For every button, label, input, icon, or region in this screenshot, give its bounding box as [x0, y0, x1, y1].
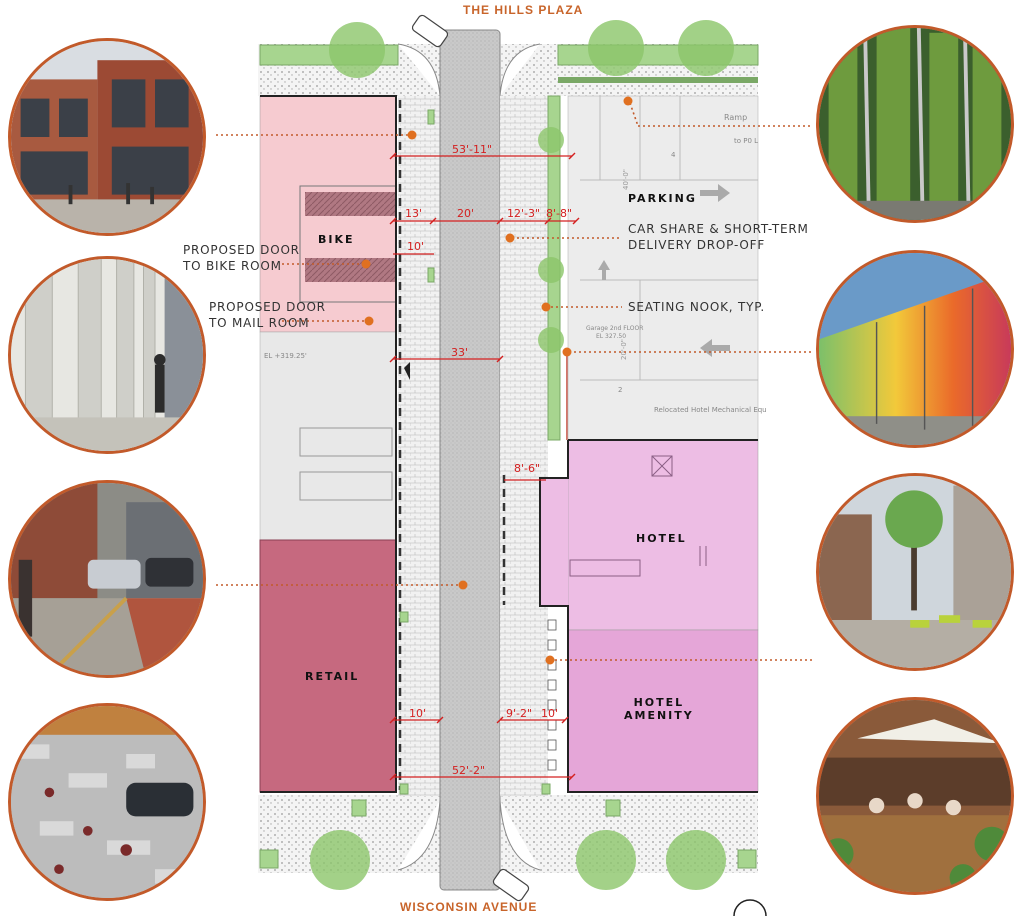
callout-car-share: CAR SHARE & SHORT-TERM DELIVERY DROP-OFF — [628, 222, 809, 252]
leader-lines — [216, 102, 812, 661]
dim-label: 10' — [409, 707, 427, 720]
dim-label: 33' — [451, 346, 469, 359]
dim-label: 20' — [457, 207, 475, 220]
north-arrow-icon — [733, 899, 767, 916]
room-label-parking: PARKING — [628, 192, 697, 205]
east-sidewalk — [500, 96, 548, 796]
room-label-hotel-amenity: HOTEL AMENITY — [624, 696, 694, 722]
callout-bike-door: PROPOSED DOOR TO BIKE ROOM — [183, 243, 300, 273]
dim-label: 12'-3" — [507, 207, 541, 220]
svg-text:Ramp: Ramp — [724, 113, 747, 122]
dim-label: 53'-11" — [452, 143, 493, 156]
photo-brick-storefront — [8, 38, 206, 236]
parking-zone — [567, 95, 759, 441]
photo-paved-plaza — [8, 703, 206, 901]
photo-green-wall — [816, 25, 1014, 223]
dim-label: 8'-8" — [546, 207, 573, 220]
roadway — [439, 29, 501, 891]
bike-rack-upper — [305, 192, 395, 216]
south-street-label: WISCONSIN AVENUE — [400, 900, 538, 914]
svg-text:to P0 L: to P0 L — [734, 137, 758, 145]
dim-label: 10' — [541, 707, 559, 720]
dim-label: 13' — [405, 207, 423, 220]
svg-text:40'-0": 40'-0" — [622, 169, 630, 190]
svg-text:20'-0": 20'-0" — [620, 339, 628, 360]
dim-label: 9'-2" — [506, 707, 533, 720]
west-sidewalk — [398, 96, 440, 796]
svg-text:Relocated Hotel Mechanical Equ: Relocated Hotel Mechanical Equ — [654, 406, 767, 414]
dim-label: 8'-6" — [514, 462, 541, 475]
photo-colonnade — [8, 256, 206, 454]
svg-text:2: 2 — [618, 386, 622, 394]
photo-outdoor-dining — [816, 697, 1014, 895]
hotel-amenity-zone — [567, 629, 759, 793]
svg-text:Garage 2nd FLOOR: Garage 2nd FLOOR — [586, 325, 643, 332]
svg-text:EL 327.50: EL 327.50 — [596, 333, 626, 340]
room-label-hotel: HOTEL — [636, 532, 687, 545]
photo-brick-street — [8, 480, 206, 678]
svg-text:4: 4 — [671, 151, 676, 159]
bike-rack-lower — [305, 258, 395, 282]
leader-dots — [361, 96, 633, 665]
room-label-bike: BIKE — [318, 233, 355, 246]
north-street-label: THE HILLS PLAZA — [463, 3, 584, 17]
retail-zone — [259, 539, 397, 793]
hotel-zone — [567, 439, 759, 631]
callout-mail-door: PROPOSED DOOR TO MAIL ROOM — [209, 300, 326, 330]
south-car — [492, 868, 530, 902]
svg-text:EL +319.25': EL +319.25' — [264, 352, 307, 360]
lobby-zone — [259, 331, 397, 541]
callout-seating: SEATING NOOK, TYP. — [628, 300, 766, 314]
photo-art-wall — [816, 250, 1014, 448]
north-car — [411, 14, 449, 48]
photo-cafe-street — [816, 473, 1014, 671]
room-label-retail: RETAIL — [305, 670, 360, 683]
dim-label: 10' — [407, 240, 425, 253]
dim-label: 52'-2" — [452, 764, 486, 777]
street-trees — [310, 20, 734, 890]
